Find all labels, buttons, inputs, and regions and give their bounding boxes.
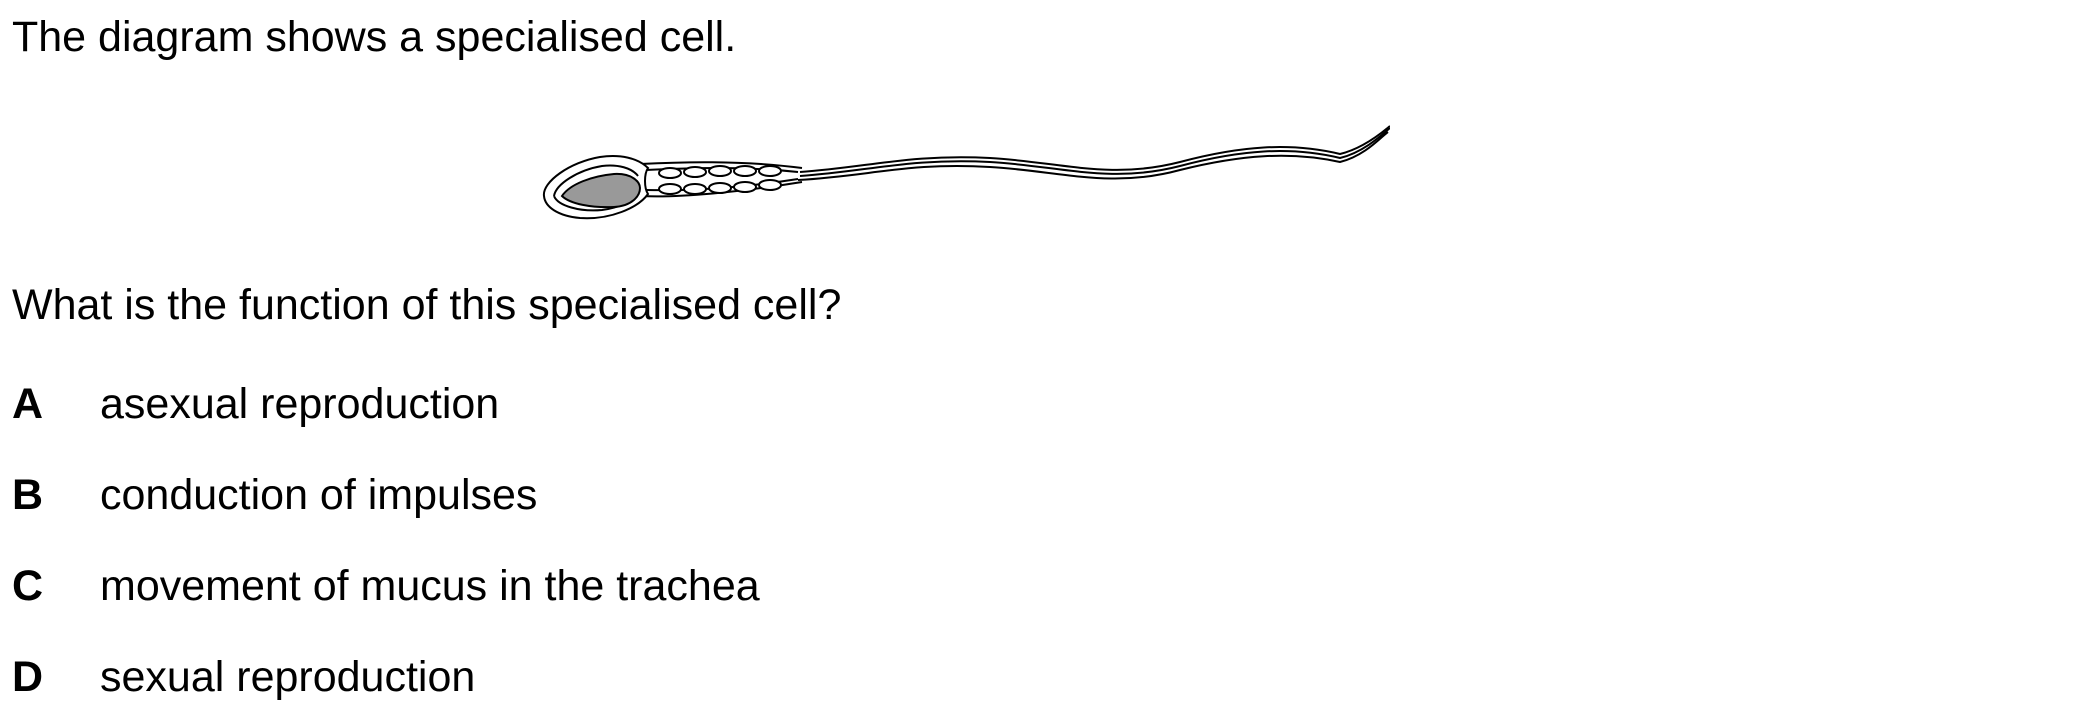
option-text: movement of mucus in the trachea (100, 562, 760, 610)
option-letter: A (12, 380, 44, 428)
question-text: What is the function of this specialised… (12, 281, 842, 329)
option-letter: C (12, 562, 44, 610)
sperm-cell-diagram (542, 125, 1390, 220)
option-letter: B (12, 471, 44, 519)
mitochondria (658, 165, 782, 195)
option-text: asexual reproduction (100, 380, 500, 428)
flagellum (797, 125, 1390, 181)
option-letter: D (12, 653, 44, 701)
question-intro: The diagram shows a specialised cell. (12, 13, 737, 61)
option-text: conduction of impulses (100, 471, 538, 519)
nucleus (560, 172, 642, 209)
option-text: sexual reproduction (100, 653, 476, 701)
